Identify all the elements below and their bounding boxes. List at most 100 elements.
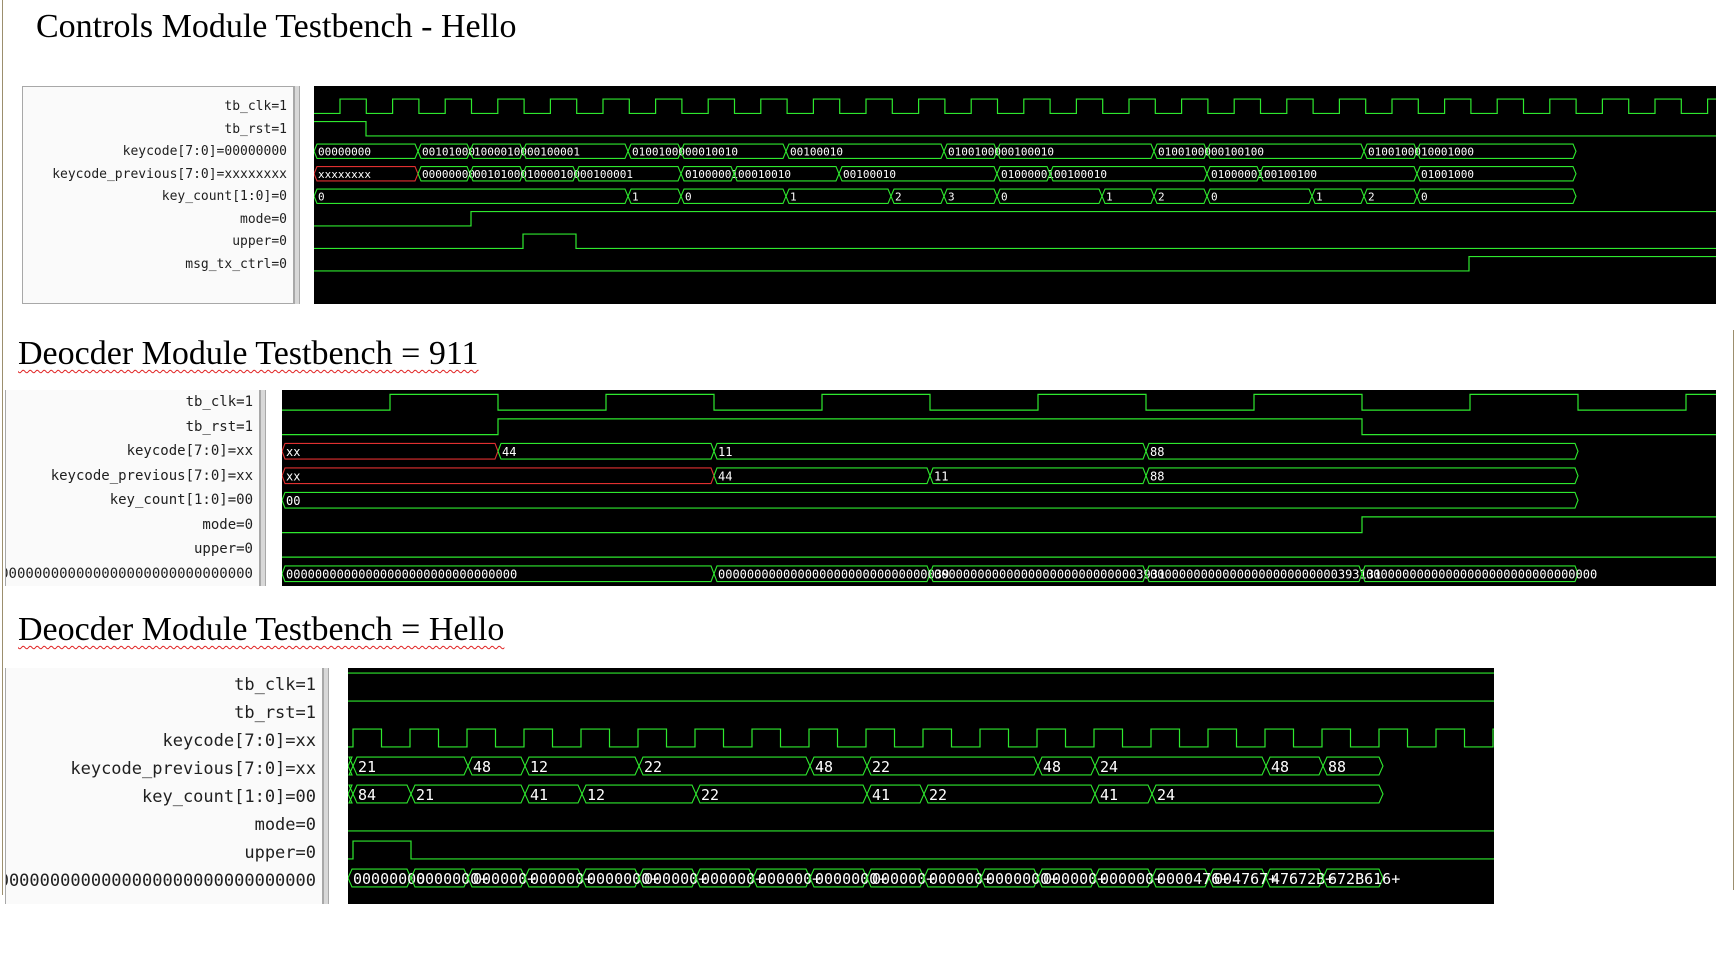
bus-segment[interactable]	[1094, 756, 1267, 776]
bus-value: 10001000	[1421, 146, 1474, 159]
bus-segment[interactable]	[1361, 565, 1579, 583]
bus-value: 48	[1043, 758, 1061, 776]
bit-trace	[314, 255, 1716, 272]
signal-name-data-received[interactable]: data_received[127:0]=0000000000000000000…	[6, 565, 253, 582]
bus-segment[interactable]	[1416, 143, 1577, 159]
wave-row-tb-clk	[314, 98, 1716, 115]
bus-segment[interactable]	[314, 188, 629, 204]
bus-segment[interactable]	[680, 188, 787, 204]
bus-segment[interactable]	[1322, 756, 1384, 776]
bus-segment[interactable]	[1322, 868, 1384, 888]
bus-segment[interactable]	[996, 188, 1103, 204]
signal-name-tb-clk[interactable]: tb_clk=1	[185, 394, 253, 410]
bus-segment[interactable]	[282, 491, 1579, 509]
bus-segment[interactable]	[713, 467, 931, 485]
bus-segment[interactable]	[638, 756, 811, 776]
signal-name-tb-rst[interactable]: tb_rst=1	[185, 418, 253, 435]
bus-segment[interactable]	[1416, 166, 1577, 182]
bus-value: 01001000	[1158, 146, 1211, 159]
bus-value: 000000+	[701, 870, 764, 888]
column-splitter[interactable]	[294, 86, 300, 304]
bus-segment[interactable]	[282, 442, 499, 460]
bus-segment[interactable]	[497, 442, 715, 460]
bus-segment[interactable]	[866, 756, 1039, 776]
bus-value: 0	[685, 191, 692, 204]
bus-value: 00010010	[685, 146, 738, 159]
wave-row-tb-rst	[282, 418, 1716, 436]
bus-value: 24	[1100, 758, 1118, 776]
signal-name-upper[interactable]: upper=0	[193, 541, 253, 557]
bus-value: 00000000000000000000000000000039	[718, 568, 949, 582]
bus-value: 00100010	[1001, 146, 1054, 159]
bus-value: 000000+	[1043, 870, 1106, 888]
bus-value: 21	[416, 786, 434, 804]
wave-row-data-received: 000000000000000+000000+000000+0000000+00…	[348, 868, 1400, 888]
page-margin-rule	[2, 0, 3, 895]
signal-name-mode[interactable]: mode=0	[240, 211, 287, 227]
column-splitter[interactable]	[323, 668, 329, 904]
bus-segment[interactable]	[1206, 188, 1313, 204]
signal-name-keycode[interactable]: keycode[7:0]=00000000	[122, 144, 287, 159]
wave-row-msg-tx-ctrl	[314, 255, 1716, 272]
heading-decoder-911-text: Deocder Module Testbench = 911	[18, 335, 479, 372]
bus-value: 000000+	[758, 870, 821, 888]
bus-segment[interactable]	[1416, 188, 1577, 204]
signal-name-data-received[interactable]: data_received[127:0]=0000000000000000000…	[6, 871, 316, 891]
bus-segment[interactable]	[1145, 442, 1579, 460]
signal-name-column: tb_clk=1 tb_rst=1 keycode[7:0]=xx keycode_p…	[5, 668, 323, 904]
signal-name-keycode-previous[interactable]: keycode_previous[7:0]=xx	[50, 467, 253, 484]
bus-value: 00000000	[318, 146, 371, 159]
bus-segment[interactable]	[282, 467, 715, 485]
signal-name-mode[interactable]: mode=0	[254, 815, 316, 835]
bus-segment[interactable]	[785, 188, 892, 204]
signal-name-keycode[interactable]: keycode[7:0]=xx	[126, 443, 253, 459]
bus-segment[interactable]	[713, 442, 1147, 460]
signal-name-tb-clk[interactable]: tb_clk=1	[234, 675, 316, 695]
signal-name-keycode-previous[interactable]: keycode_previous[7:0]=xxxxxxxx	[52, 166, 287, 182]
bus-value: 12	[530, 758, 548, 776]
bus-segment[interactable]	[923, 784, 1096, 804]
bus-segment[interactable]	[1145, 467, 1579, 485]
bus-value: 48	[815, 758, 833, 776]
page-margin-rule-right	[1733, 330, 1734, 890]
bus-segment[interactable]	[695, 784, 868, 804]
bus-value: 0	[1211, 191, 1218, 204]
bus-value: 22	[644, 758, 662, 776]
bus-segment[interactable]	[348, 756, 354, 776]
signal-name-key-count[interactable]: key_count[1:0]=00	[109, 492, 253, 508]
signal-name-mode[interactable]: mode=0	[202, 516, 253, 533]
bus-segment[interactable]	[1151, 784, 1384, 804]
signal-name-key-count[interactable]: key_count[1:0]=00	[142, 787, 316, 807]
bus-value: 0	[1421, 191, 1428, 204]
wave-row-keycode	[348, 728, 1494, 748]
signal-name-msg-tx-ctrl[interactable]: msg_tx_ctrl=0	[185, 256, 287, 272]
bus-value: 004767+	[1214, 870, 1277, 888]
bus-value: 00000000000000000000000000003931	[934, 568, 1165, 582]
heading-decoder-911: Deocder Module Testbench = 911	[18, 335, 479, 373]
signal-name-tb-rst[interactable]: tb_rst=1	[234, 703, 316, 723]
signal-name-keycode[interactable]: keycode[7:0]=xx	[162, 731, 316, 751]
signal-name-keycode-previous[interactable]: keycode_previous[7:0]=xx	[70, 759, 316, 779]
bus-value: 00000000000000000000000000393131	[1150, 568, 1381, 582]
heading-decoder-hello-text: Deocder Module Testbench = Hello	[18, 611, 505, 648]
signal-name-upper[interactable]: upper=0	[232, 234, 287, 249]
bus-value: 1	[632, 191, 639, 204]
signal-name-tb-clk[interactable]: tb_clk=1	[224, 99, 287, 114]
signal-name-key-count[interactable]: key_count[1:0]=0	[161, 189, 287, 204]
bus-segment[interactable]	[348, 784, 354, 804]
signal-name-upper[interactable]: upper=0	[244, 843, 316, 863]
column-splitter[interactable]	[260, 390, 266, 586]
bus-segment[interactable]	[929, 467, 1147, 485]
bus-value: 00000000000000000000000000000000	[286, 568, 517, 582]
signal-name-tb-rst[interactable]: tb_rst=1	[224, 121, 287, 137]
bus-value: 01001000	[632, 146, 685, 159]
